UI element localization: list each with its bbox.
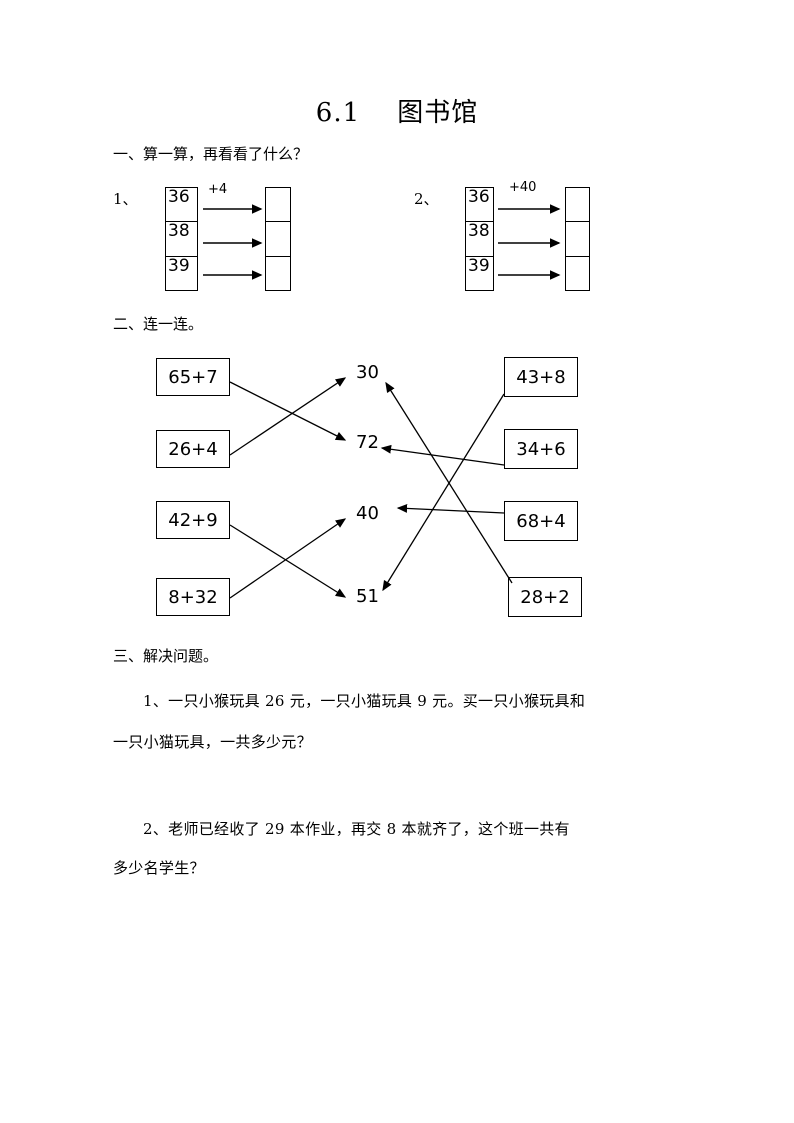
chain-2-output-cell[interactable] — [566, 188, 589, 223]
match-right-box[interactable]: 28+2 — [508, 577, 582, 617]
chain-2-input-value: 38 — [468, 221, 490, 242]
chain-2-output-column[interactable] — [565, 187, 590, 291]
chain-1-output-column[interactable] — [265, 187, 291, 291]
chain-1-input-column: 36 38 39 — [165, 187, 198, 291]
chain-2-operation-label: +40 — [509, 180, 537, 195]
chain-2-input-cell: 39 — [466, 255, 493, 291]
section-heading-three: 三、解决问题。 — [113, 647, 219, 665]
chain-2-input-cell: 38 — [466, 221, 493, 257]
chain-1-input-value: 38 — [168, 221, 190, 242]
match-left-box[interactable]: 26+4 — [156, 430, 230, 468]
chain-1-input-cell: 38 — [166, 221, 197, 257]
section-heading-one: 一、算一算，再看看了什么？ — [113, 145, 309, 163]
match-middle-label: 72 — [356, 432, 379, 453]
word-problem-2-line-2: 多少名学生？ — [113, 859, 205, 877]
match-right-box[interactable]: 34+6 — [504, 429, 578, 469]
section-heading-two: 二、连一连。 — [113, 315, 204, 333]
word-problem-2-line-1: 2、老师已经收了 29 本作业，再交 8 本就齐了，这个班一共有 — [143, 820, 570, 838]
page-title: 6.1 图书馆 — [315, 98, 479, 128]
exercise-number-2: 2、 — [414, 190, 439, 208]
chain-2-input-value: 36 — [468, 187, 490, 207]
word-problem-1-line-2: 一只小猫玩具，一共多少元？ — [113, 733, 312, 751]
match-left-box[interactable]: 8+32 — [156, 578, 230, 616]
chain-2-input-cell: 36 — [466, 187, 493, 223]
chain-1-output-cell[interactable] — [266, 188, 290, 223]
chain-1-input-value: 39 — [168, 255, 190, 276]
chain-2-input-value: 39 — [468, 255, 490, 276]
chain-1-output-cell[interactable] — [266, 222, 290, 257]
word-problem-1-line-1: 1、一只小猴玩具 26 元，一只小猫玩具 9 元。买一只小猴玩具和 — [143, 692, 586, 710]
chain-1-operation-label: +4 — [208, 182, 228, 197]
chain-2-input-column: 36 38 39 — [465, 187, 494, 291]
match-left-box[interactable]: 42+9 — [156, 501, 230, 539]
match-middle-label: 30 — [356, 362, 379, 383]
chain-1-arrows — [203, 204, 263, 280]
match-right-box[interactable]: 43+8 — [504, 357, 578, 397]
chain-1-input-value: 36 — [168, 187, 190, 207]
chain-2-arrows — [498, 204, 561, 280]
match-middle-label: 51 — [356, 586, 379, 607]
exercise-number-1: 1、 — [113, 190, 138, 208]
chain-2-output-cell[interactable] — [566, 222, 589, 257]
match-middle-label: 40 — [356, 503, 379, 524]
match-left-box[interactable]: 65+7 — [156, 358, 230, 396]
chain-1-input-cell: 36 — [166, 187, 197, 223]
match-right-box[interactable]: 68+4 — [504, 501, 578, 541]
chain-1-input-cell: 39 — [166, 255, 197, 291]
